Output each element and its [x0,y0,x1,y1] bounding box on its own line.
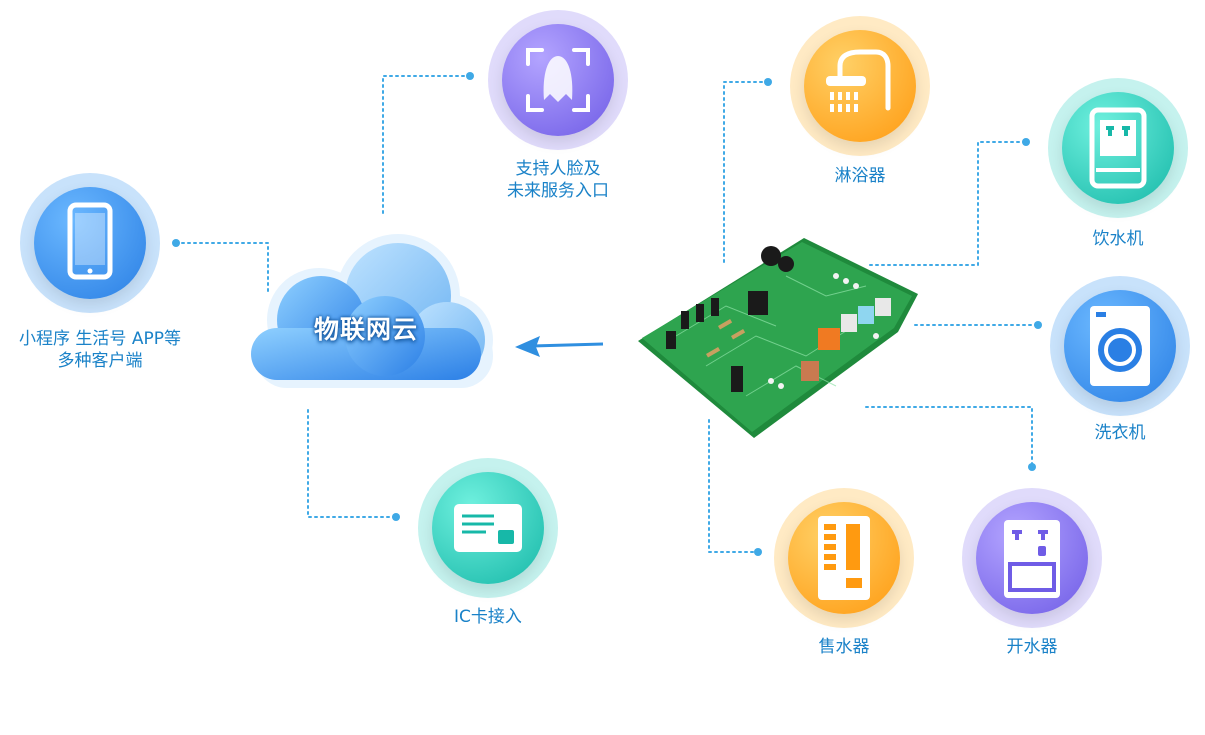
node-face [488,10,628,150]
water-vending-icon [818,516,870,600]
label-ic-card: IC卡接入 [454,607,522,627]
water-dispenser-icon [1089,107,1147,189]
node-phone [20,173,160,313]
connector-card [307,409,397,518]
connector-dot-washer [1034,321,1042,329]
shower-icon [826,49,891,112]
iot-cloud: 物联网云 [235,228,497,393]
connector-dot-boiler [1028,463,1036,471]
node-water-dispenser [1048,78,1188,218]
washing-machine-icon [1090,306,1150,386]
ic-card-icon [454,504,522,552]
connector-dot-vending [754,548,762,556]
arrow-to-cloud [515,336,604,357]
label-water-vending: 售水器 [818,637,870,657]
connector-dispenser [869,141,1027,266]
connector-phone [175,242,269,293]
connector-vending [708,419,759,553]
water-boiler-icon [1004,520,1060,598]
connector-dot-face [466,72,474,80]
node-water-boiler [962,488,1102,628]
connector-dot-dispenser [1022,138,1030,146]
connector-dot-shower [764,78,772,86]
label-water-boiler: 开水器 [1006,637,1058,657]
label-face: 支持人脸及 未来服务入口 [507,159,609,201]
node-water-vending [774,488,914,628]
connector-face [382,75,471,214]
cloud-icon [251,234,493,388]
label-shower: 淋浴器 [834,166,886,186]
node-washing-machine [1050,276,1190,416]
connector-dot-phone [172,239,180,247]
node-ic-card [418,458,558,598]
connector-boiler [865,406,1033,468]
node-shower [790,16,930,156]
smartphone-icon [67,202,113,280]
label-washing-machine: 洗衣机 [1094,423,1146,443]
circuit-board-icon [638,238,918,438]
face-recognition-icon [526,48,590,112]
label-water-dispenser: 饮水机 [1092,229,1144,249]
circuit-board [636,236,921,445]
connector-dot-card [392,513,400,521]
label-phone: 小程序 生活号 APP等 多种客户端 [19,329,181,371]
connector-shower [723,81,769,263]
cloud-label: 物联网云 [313,315,418,344]
